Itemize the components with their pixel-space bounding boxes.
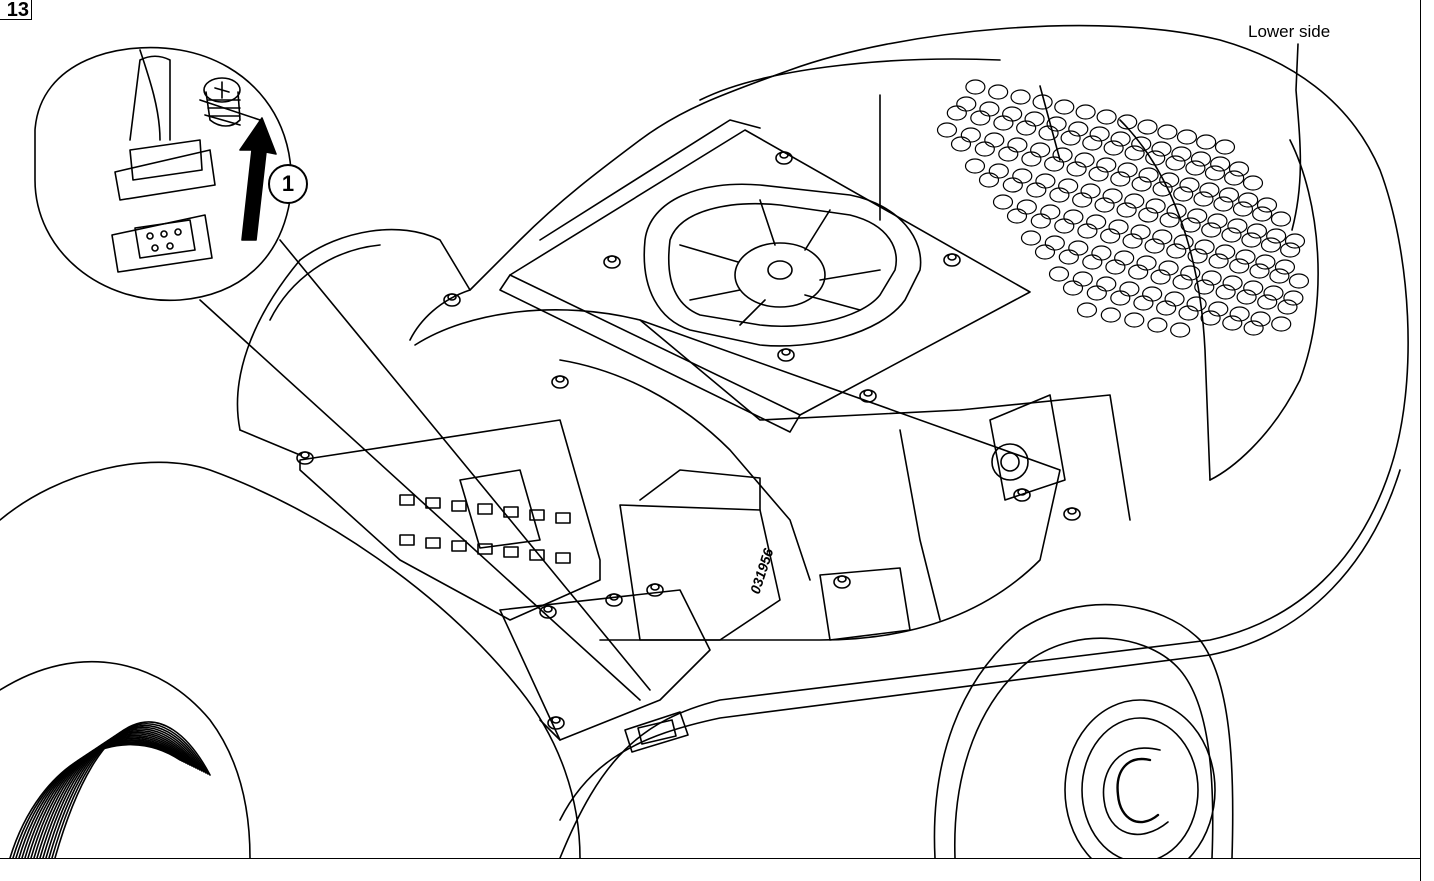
frame-bottom-rule <box>0 858 1421 859</box>
callout-label: Lower side <box>1248 22 1331 41</box>
figure-number: 13 <box>0 0 32 20</box>
arrow-up-icon <box>239 117 277 241</box>
part-number-label: 031956 <box>747 546 777 596</box>
head-housing <box>409 24 1409 858</box>
step-marker: 1 <box>268 164 308 204</box>
callout-leader-line <box>1291 43 1302 231</box>
screw-icon <box>296 151 1081 730</box>
ventilation-grille <box>936 79 1310 338</box>
c-logo-icon <box>1102 747 1169 836</box>
screw-icon <box>203 77 241 127</box>
base-plate <box>499 589 711 741</box>
frame-right-rule <box>1420 0 1421 881</box>
fan-plate <box>499 119 1031 433</box>
yoke-body <box>414 309 1131 641</box>
side-arm-left <box>236 228 471 456</box>
circuit-board <box>299 419 601 621</box>
technical-illustration: 031956 <box>0 24 1409 858</box>
detail-magnifier <box>34 46 651 701</box>
pan-disc <box>933 603 1234 858</box>
lens-head <box>0 461 581 858</box>
connector-icon <box>111 55 216 273</box>
connector-icon <box>624 711 689 753</box>
fan-icon <box>643 183 922 347</box>
